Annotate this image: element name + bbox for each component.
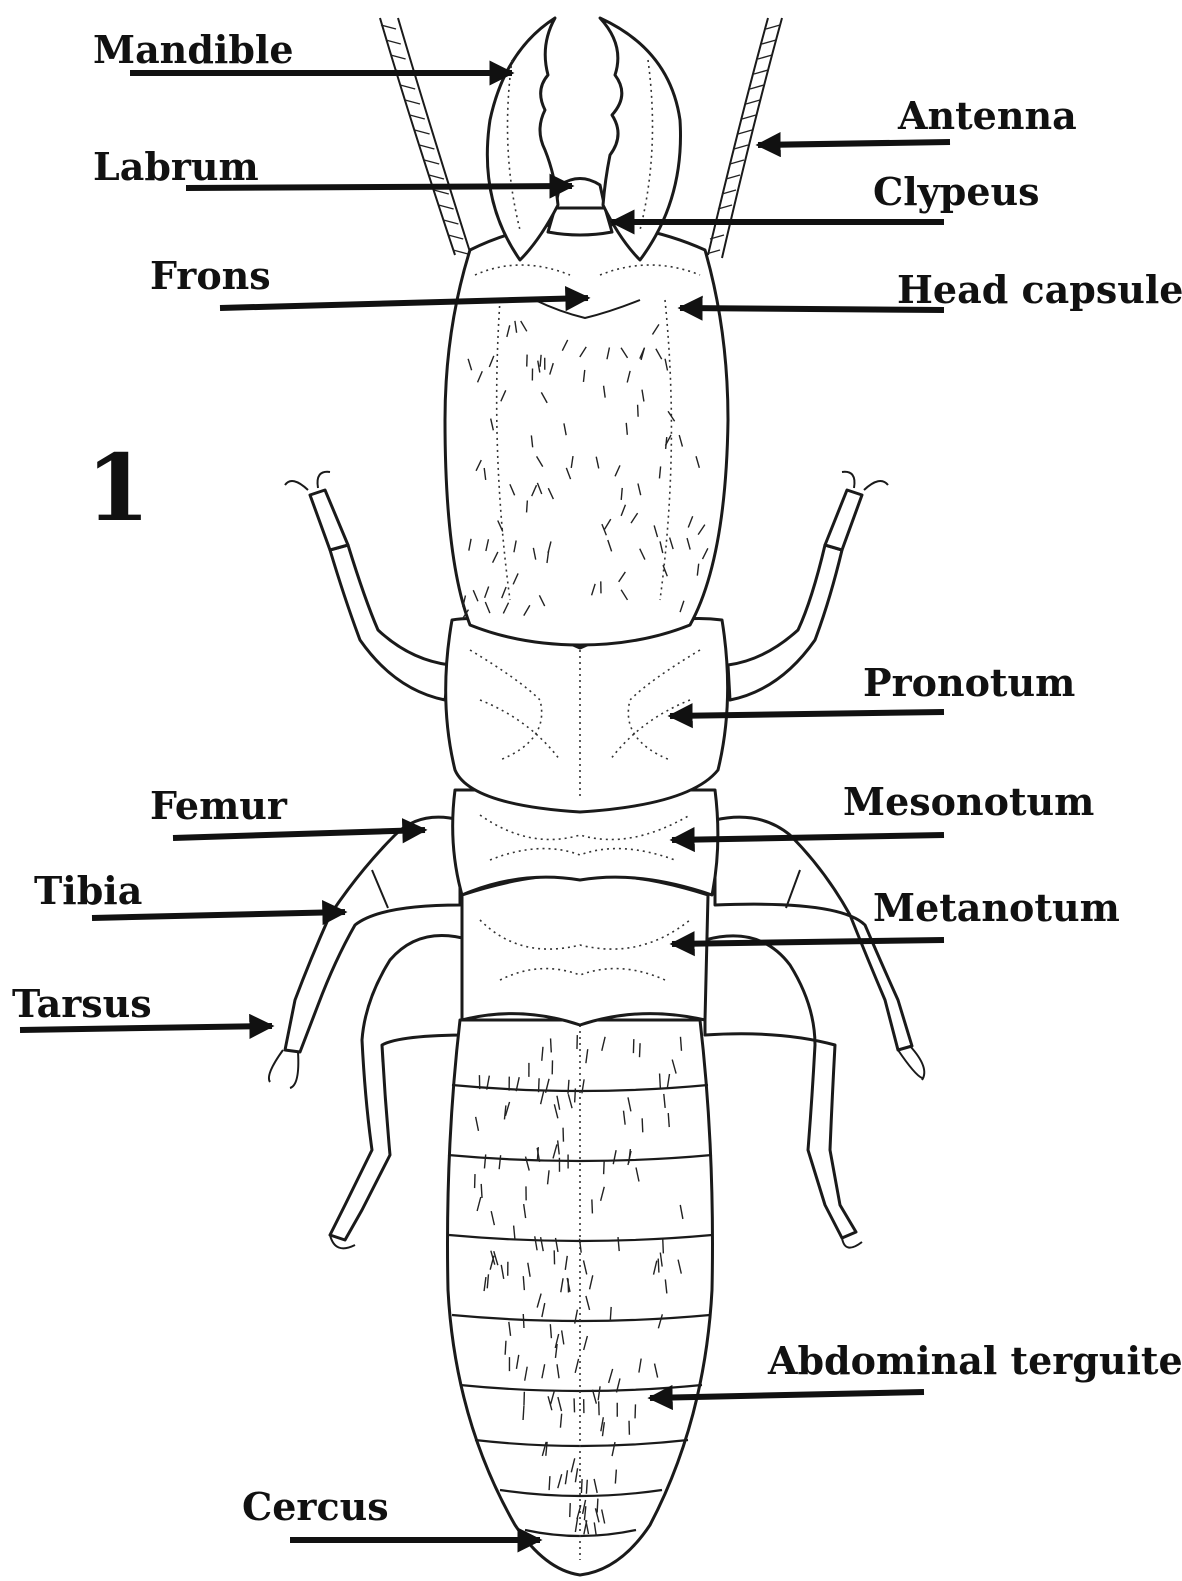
label-cercus: Cercus <box>242 1484 389 1529</box>
label-abdominal-terguite: Abdominal terguite <box>767 1338 1182 1383</box>
label-head-capsule: Head capsule <box>897 267 1182 312</box>
mandible-left <box>487 18 558 260</box>
front-leg-left <box>285 472 450 700</box>
label-pronotum: Pronotum <box>863 660 1075 705</box>
labrum <box>555 179 605 209</box>
label-labrum: Labrum <box>93 144 259 189</box>
label-femur: Femur <box>150 783 288 828</box>
arrow-femur <box>173 830 425 838</box>
abdomen <box>448 1020 713 1575</box>
hind-leg-right <box>705 936 862 1248</box>
arrow-tarsus <box>20 1026 272 1030</box>
arrow-head-capsule <box>680 308 944 310</box>
metanotum <box>462 876 708 1025</box>
label-metanotum: Metanotum <box>873 885 1120 930</box>
label-tarsus: Tarsus <box>12 981 152 1026</box>
label-mandible: Mandible <box>93 27 294 72</box>
arrow-labrum <box>186 186 572 188</box>
arrow-metanotum <box>672 940 944 944</box>
label-frons: Frons <box>150 253 271 298</box>
label-clypeus: Clypeus <box>873 169 1040 214</box>
arrow-antenna <box>758 142 950 145</box>
label-mesonotum: Mesonotum <box>843 779 1094 824</box>
figure-number: 1 <box>86 434 150 542</box>
arrow-pronotum <box>670 712 944 716</box>
head-capsule <box>445 222 728 645</box>
label-tibia: Tibia <box>34 868 142 913</box>
label-antenna: Antenna <box>897 93 1077 138</box>
antenna-left <box>380 18 470 255</box>
